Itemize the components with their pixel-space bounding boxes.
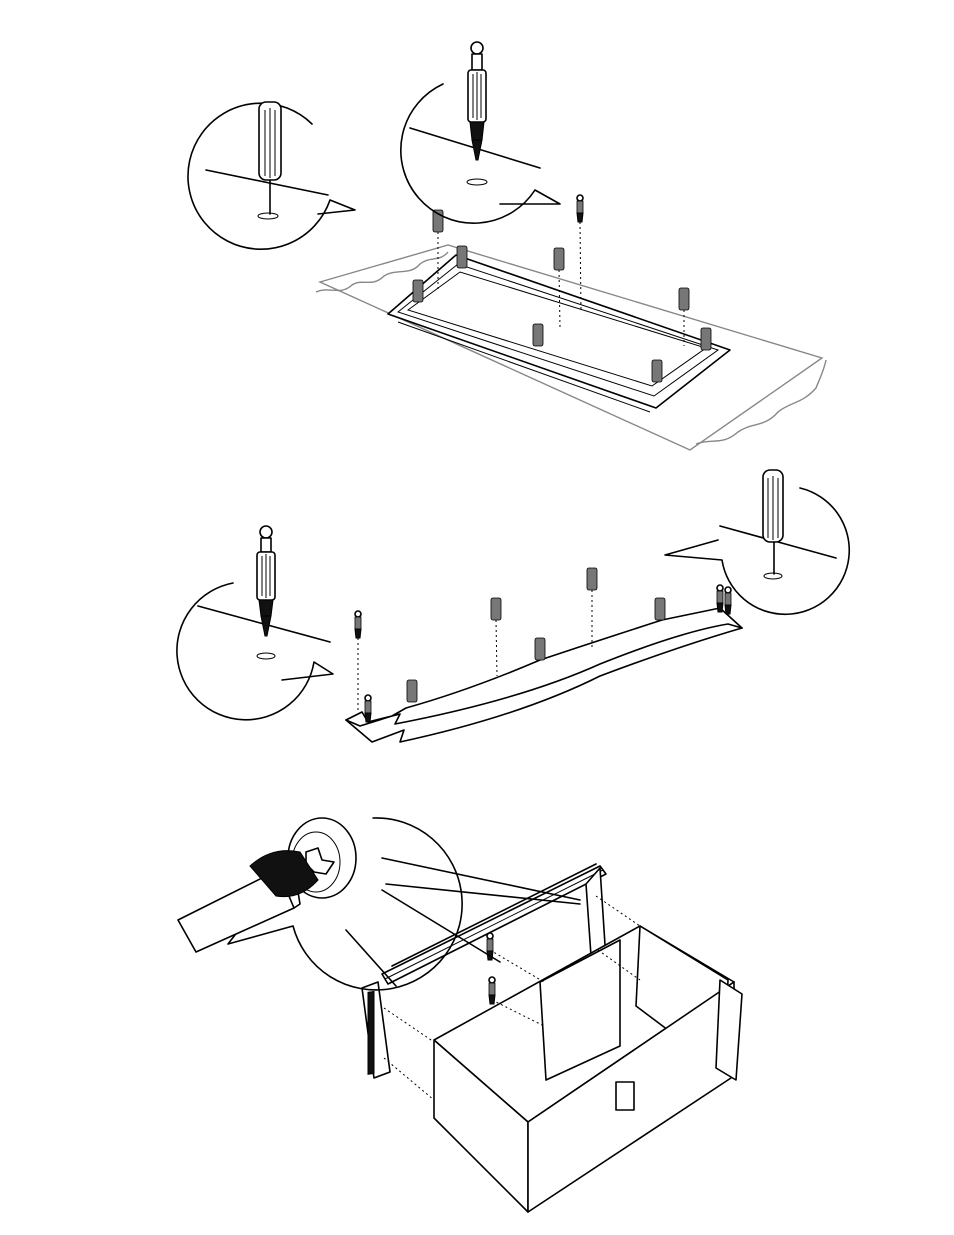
wood-dowel-icon (188, 102, 355, 249)
wood-dowel-icon (665, 470, 849, 614)
cam-bolt-icon (177, 526, 333, 720)
screwdriver-icon (178, 818, 580, 990)
step-curved-rail (177, 470, 849, 742)
curved-rail (346, 608, 742, 742)
step-cabinet-frame (178, 818, 742, 1212)
cam-bolt-icon (401, 42, 560, 223)
cabinet-box (434, 926, 742, 1212)
left-post (362, 982, 390, 1078)
step-plinth-rug (188, 42, 826, 450)
